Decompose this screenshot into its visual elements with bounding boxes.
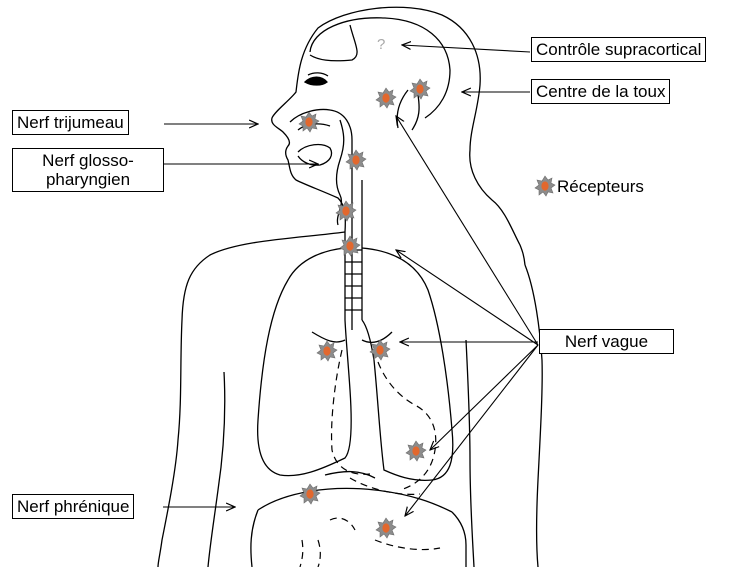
arrow-vague-5 [405, 345, 538, 516]
right-inner-arm [466, 340, 474, 567]
label-nerf-vague: Nerf vague [539, 329, 674, 354]
receptor-larynx [336, 201, 356, 221]
left-inner-arm [208, 372, 225, 567]
receptor-diaphragm [300, 484, 320, 504]
eye [305, 77, 327, 85]
heart-outline [300, 350, 440, 567]
label-nerf-trijumeau: Nerf trijumeau [12, 110, 129, 135]
diaphragm [258, 488, 452, 512]
receptor-pericardium [406, 441, 426, 461]
head-profile [272, 7, 525, 265]
receptors [299, 79, 555, 538]
receptor-pharynx [346, 150, 366, 170]
receptor-nose [299, 112, 319, 132]
label-centre-de-la-toux: Centre de la toux [531, 79, 670, 104]
receptor-ear [376, 88, 396, 108]
receptor-bronchus-left [317, 341, 337, 361]
arrow-vague-2 [396, 250, 538, 345]
left-arm [158, 232, 345, 567]
arrows [163, 45, 538, 516]
arrow-vague-4 [430, 345, 538, 450]
label-glosso-line2: pharyngien [17, 170, 159, 189]
label-controle-supracortical: Contrôle supracortical [531, 37, 706, 62]
left-lung [258, 248, 352, 476]
arrow-supracortical [402, 45, 530, 52]
receptor-cough-centre [410, 79, 430, 99]
label-nerf-phrenique: Nerf phrénique [12, 494, 134, 519]
legend-recepteurs: Récepteurs [557, 177, 644, 196]
oral-cavity [290, 110, 352, 331]
body-outline [158, 7, 542, 567]
supracortical-question-mark: ? [377, 36, 385, 53]
right-arm [525, 265, 542, 567]
receptor-stomach [376, 518, 396, 538]
label-glosso-line1: Nerf glosso- [17, 151, 159, 170]
receptor-legend-icon [535, 176, 555, 196]
arrow-vague-1 [396, 116, 538, 345]
right-lung [362, 248, 453, 480]
label-nerf-glossopharyngien: Nerf glosso- pharyngien [12, 148, 164, 192]
receptor-trachea [340, 236, 360, 256]
